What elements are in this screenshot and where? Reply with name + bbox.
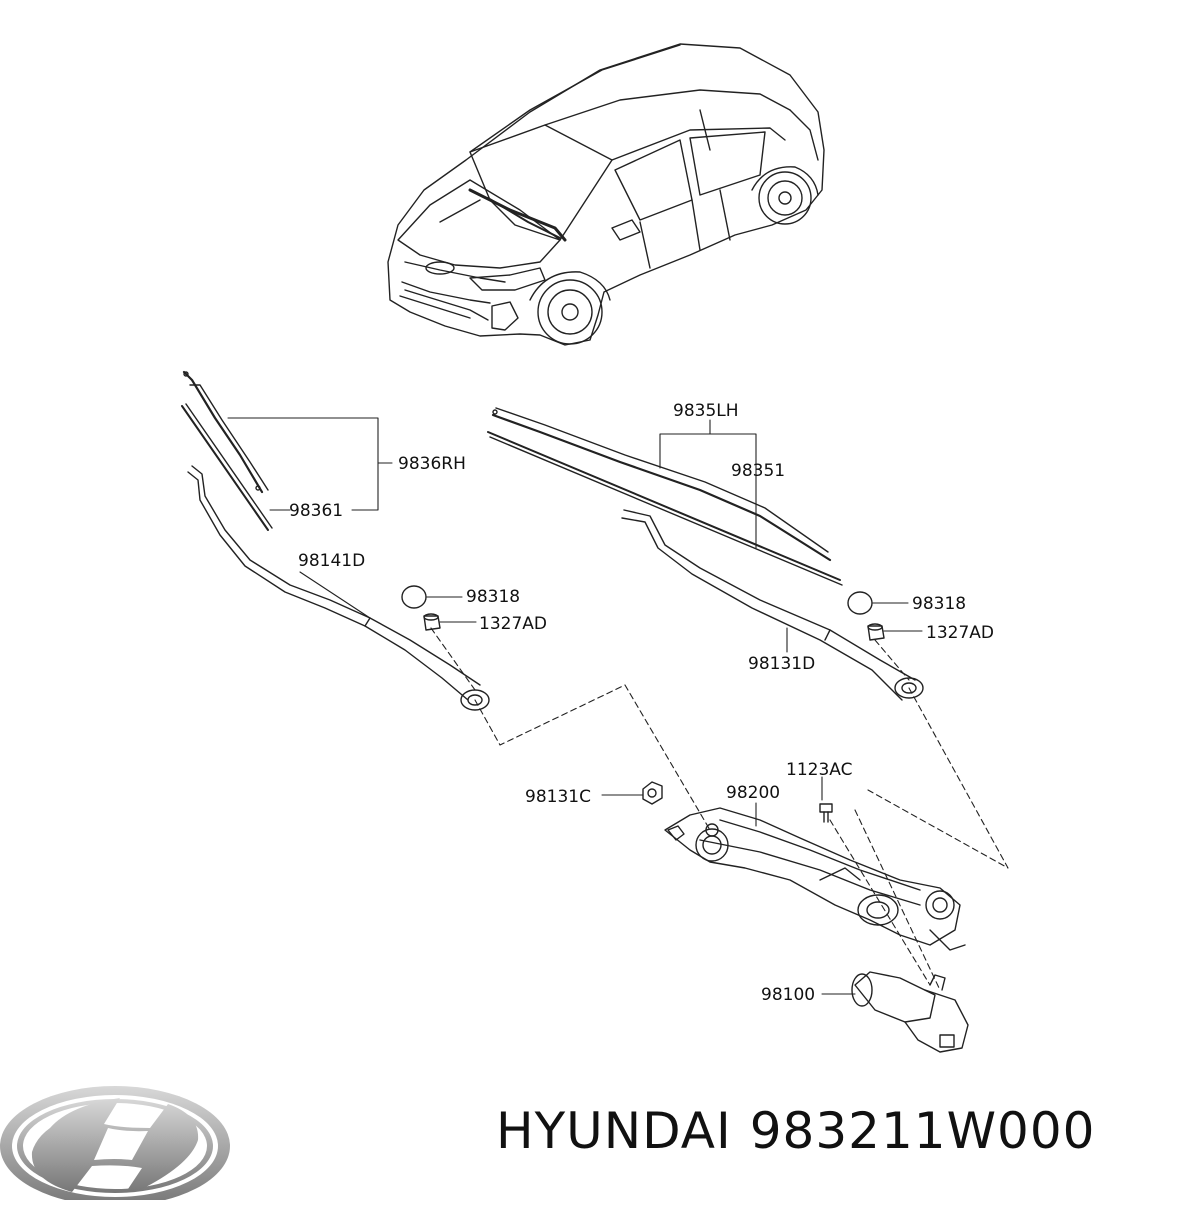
car-illustration	[387, 43, 825, 346]
callout-98361: 98361	[289, 501, 343, 521]
bolt	[819, 803, 833, 823]
wiper-arm-rh	[187, 465, 490, 711]
callout-98141d: 98141D	[298, 551, 365, 571]
callout-1327ad-rh: 1327AD	[479, 614, 547, 634]
wiper-linkage	[664, 807, 966, 951]
brand-name: HYUNDAI	[496, 1102, 732, 1160]
callout-98200: 98200	[726, 783, 780, 803]
part-caption: HYUNDAI 983211W000	[496, 1102, 1113, 1160]
nut-lh	[867, 623, 885, 641]
callout-98318-lh: 98318	[912, 594, 966, 614]
pivot-nut	[642, 781, 685, 841]
callout-98131c: 98131C	[525, 787, 591, 807]
assembly-lines	[430, 627, 1009, 991]
leader-lines	[227, 417, 923, 995]
hyundai-logo-icon	[0, 1086, 230, 1205]
part-number: 983211W000	[749, 1102, 1096, 1160]
blade-refill-rh	[181, 403, 273, 531]
callout-1123ac: 1123AC	[786, 760, 852, 780]
callout-98351: 98351	[731, 461, 785, 481]
cap-lh	[847, 591, 873, 615]
callout-1327ad-lh: 1327AD	[926, 623, 994, 643]
cap-rh	[401, 585, 427, 609]
wiper-arm-lh	[621, 509, 924, 701]
nut-rh	[423, 613, 441, 631]
callout-98318-rh: 98318	[466, 587, 520, 607]
blade-refill-lh	[487, 431, 843, 586]
wiper-blade-lh	[491, 407, 832, 562]
wiper-motor	[851, 971, 969, 1053]
wiper-blade-rh	[182, 370, 269, 494]
callout-9836rh: 9836RH	[398, 454, 466, 474]
callout-98131d: 98131D	[748, 654, 815, 674]
callout-98100: 98100	[761, 985, 815, 1005]
callout-9835lh: 9835LH	[673, 401, 739, 421]
